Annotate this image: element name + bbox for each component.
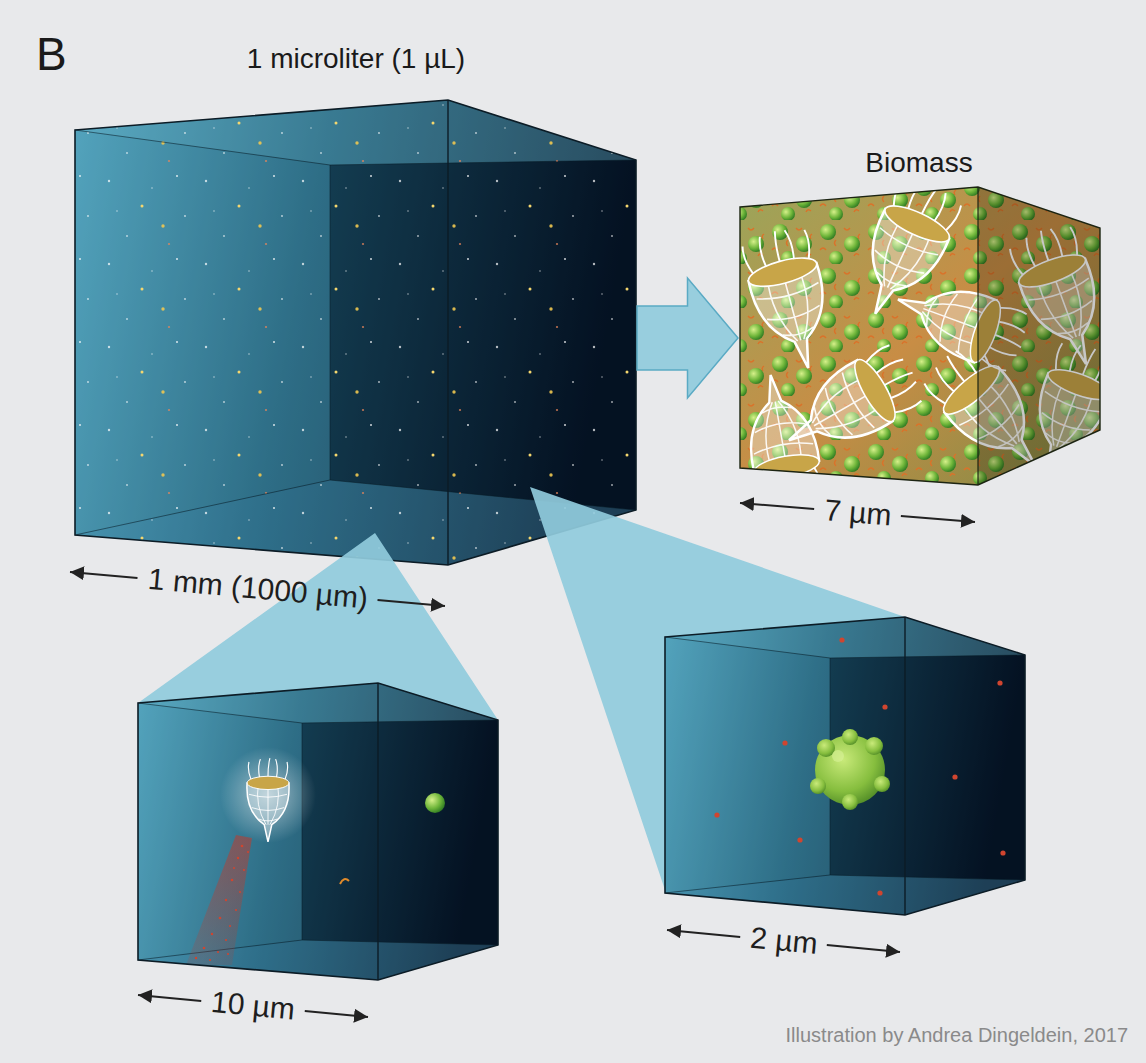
dimension-label: 7 µm [823, 493, 893, 533]
dimension-arrow [378, 600, 445, 606]
two-micron-cube [665, 617, 1025, 915]
dimension-label: 10 µm [210, 985, 297, 1027]
biomass-cube [737, 171, 1123, 511]
dimension-arrow [70, 572, 137, 578]
cube-heading: Biomass [738, 146, 1100, 180]
dimension-arrow [740, 503, 814, 509]
cube-region: 1 microliter (1 µL) [75, 42, 637, 566]
dimension-arrow [901, 516, 975, 522]
cube-region: Biomass [738, 146, 1100, 486]
block-arrow [637, 278, 738, 398]
cube-heading: 1 microliter (1 µL) [75, 42, 637, 76]
dimension-arrows [70, 503, 975, 1017]
dimension-arrow [138, 995, 201, 1001]
ten-micron-cube [138, 683, 498, 980]
panel-letter: B [36, 28, 67, 81]
credit-line: Illustration by Andrea Dingeldein, 2017 [786, 1024, 1128, 1047]
dimension-arrow [827, 945, 900, 952]
dimension-label: 2 µm [748, 921, 818, 962]
dimension-arrow [305, 1011, 368, 1017]
dimension-arrow [667, 930, 740, 937]
